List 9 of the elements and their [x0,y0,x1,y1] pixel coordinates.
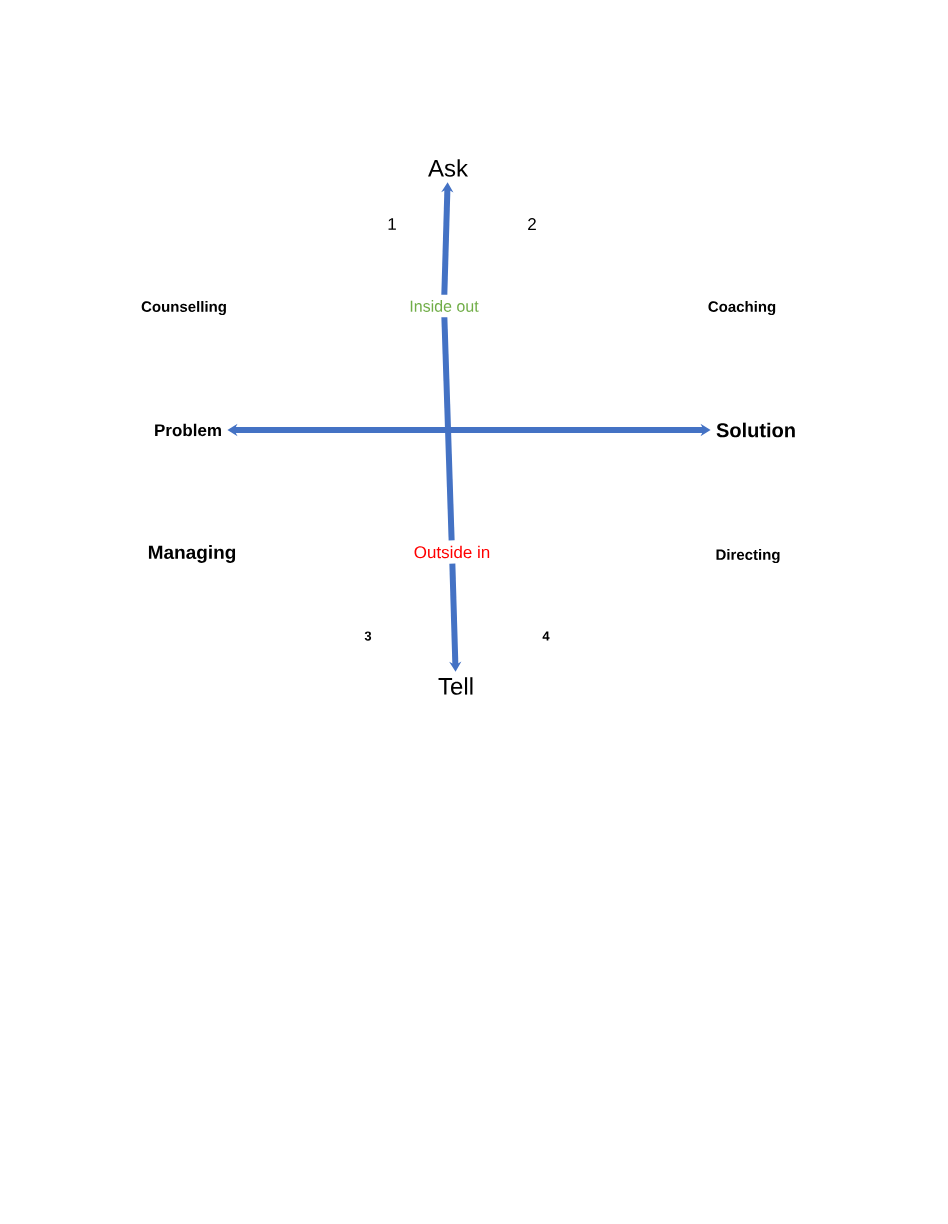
axis-label: Ask [428,159,469,177]
quadrant-number: 2 [528,218,536,230]
quadrant-label: Managing [148,545,236,563]
axis-label: Inside out [410,300,479,312]
axis-label: Outside in [414,545,490,559]
axis-label: Solution [716,422,795,438]
axis-label: Tell [438,677,473,695]
axis-label: Problem [155,423,221,437]
quadrant-number: 1 [388,218,396,230]
